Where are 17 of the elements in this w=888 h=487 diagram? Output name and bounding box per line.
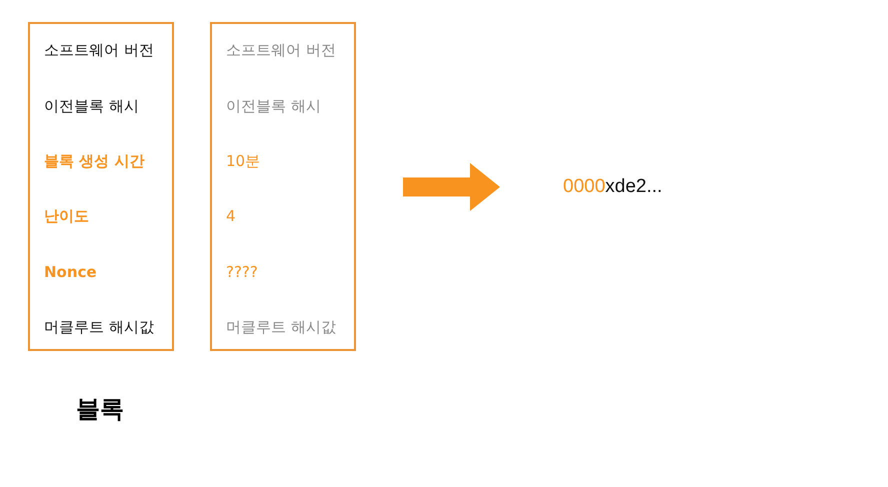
caption-label: 블록 <box>76 395 124 423</box>
field-value: 머클루트 해시값 <box>226 317 336 337</box>
field-label: 이전블록 해시 <box>44 96 139 116</box>
field-label: 난이도 <box>44 206 89 226</box>
field-value: 10분 <box>226 151 260 171</box>
field-value: 4 <box>226 206 236 226</box>
field-value: ???? <box>226 262 258 282</box>
block-box <box>28 22 174 351</box>
field-label: Nonce <box>44 262 97 282</box>
field-label: 소프트웨어 버전 <box>44 40 154 60</box>
hash-text: 0000xde2... <box>563 175 662 199</box>
field-value: 이전블록 해시 <box>226 96 321 116</box>
field-label: 블록 생성 시간 <box>44 151 144 171</box>
block-box <box>210 22 356 351</box>
field-label: 머클루트 해시값 <box>44 317 154 337</box>
field-value: 소프트웨어 버전 <box>226 40 336 60</box>
block-arrow <box>403 163 500 211</box>
